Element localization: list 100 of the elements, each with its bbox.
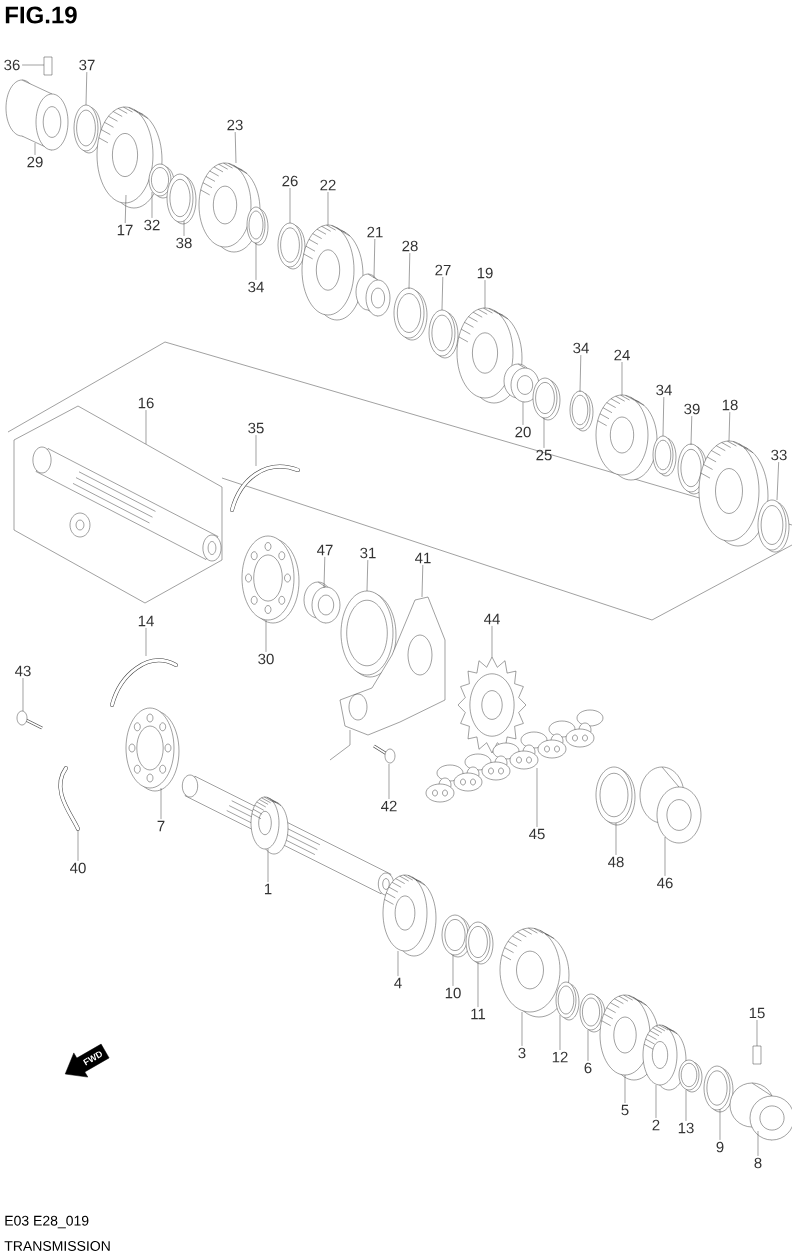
callout-number: 1 xyxy=(264,883,272,895)
callout-number: 29 xyxy=(27,156,43,168)
washer xyxy=(595,766,636,826)
callout-number: 12 xyxy=(552,1051,568,1063)
callout-number: 15 xyxy=(749,1007,765,1019)
gear xyxy=(642,1024,687,1091)
callout-number: 30 xyxy=(258,653,274,665)
callout-number: 4 xyxy=(394,977,402,989)
leader-line xyxy=(21,64,45,66)
callout-number: 39 xyxy=(684,403,700,415)
leader-line xyxy=(522,401,524,426)
bushing xyxy=(503,363,540,403)
leader-line xyxy=(441,276,444,311)
callout-number: 10 xyxy=(445,987,461,999)
leader-line xyxy=(685,1089,687,1122)
leader-line xyxy=(323,556,326,589)
bracket xyxy=(329,596,446,761)
leader-line xyxy=(151,191,153,219)
spacer xyxy=(303,581,341,624)
callout-number: 46 xyxy=(657,877,673,889)
callout-number: 47 xyxy=(317,544,333,556)
callout-number: 31 xyxy=(360,547,376,559)
callout-number: 16 xyxy=(138,397,154,409)
leader-line xyxy=(521,1011,523,1047)
circlip xyxy=(555,981,580,1021)
callout-number: 21 xyxy=(367,226,383,238)
callout-number: 6 xyxy=(584,1062,592,1074)
callout-number: 9 xyxy=(716,1141,724,1153)
bushing xyxy=(355,273,391,317)
pin xyxy=(752,1045,762,1065)
gear xyxy=(499,927,570,1018)
leader-line xyxy=(255,434,257,467)
pin xyxy=(43,56,53,76)
leader-line xyxy=(624,1074,626,1104)
leader-line xyxy=(756,1019,758,1047)
washer xyxy=(277,222,306,270)
figure-caption: TRANSMISSION xyxy=(4,1241,110,1251)
leader-line xyxy=(183,220,185,237)
leader-line xyxy=(579,354,582,393)
leader-line xyxy=(267,848,269,883)
leader-line xyxy=(388,763,390,800)
callout-number: 14 xyxy=(138,615,154,627)
callout-number: 28 xyxy=(402,240,418,252)
callout-number: 7 xyxy=(157,820,165,832)
leader-line xyxy=(289,187,291,224)
gear xyxy=(198,162,261,253)
bolt xyxy=(373,744,396,764)
sprocket xyxy=(457,656,527,754)
washer xyxy=(166,173,197,225)
callout-number: 37 xyxy=(79,59,95,71)
leader-line xyxy=(366,559,369,592)
callout-number: 43 xyxy=(15,665,31,677)
callout-number: 24 xyxy=(614,349,630,361)
circlip xyxy=(678,1059,703,1093)
leader-line xyxy=(234,131,237,164)
callout-number: 45 xyxy=(529,828,545,840)
callout-number: 42 xyxy=(381,800,397,812)
washer xyxy=(428,309,459,359)
leader-line xyxy=(397,950,399,977)
callout-number: 44 xyxy=(484,613,500,625)
leader-line xyxy=(757,1130,759,1157)
leader-line xyxy=(77,829,79,862)
leader-line xyxy=(536,767,538,828)
leader-line xyxy=(34,142,36,156)
callout-number: 48 xyxy=(608,856,624,868)
callout-number: 13 xyxy=(678,1122,694,1134)
nut xyxy=(639,766,702,844)
leader-line xyxy=(655,1084,657,1119)
washer xyxy=(532,377,561,421)
callout-number: 27 xyxy=(435,264,451,276)
bolt xyxy=(16,710,43,730)
gear xyxy=(382,874,437,957)
callout-number: 23 xyxy=(227,119,243,131)
leader-line xyxy=(662,396,665,437)
arrow-label: FWD xyxy=(83,1051,102,1066)
callout-number: 32 xyxy=(144,219,160,231)
callout-number: 34 xyxy=(573,342,589,354)
bearing xyxy=(757,499,790,553)
callout-number: 40 xyxy=(70,862,86,874)
washer xyxy=(579,993,606,1033)
washer xyxy=(393,287,428,341)
leader-line xyxy=(145,409,147,445)
leader-line xyxy=(327,191,329,226)
figure-title: FIG.19 xyxy=(5,6,77,24)
half-ring xyxy=(230,464,300,512)
callout-number: 5 xyxy=(621,1104,629,1116)
half-ring xyxy=(110,658,178,707)
leader-line xyxy=(255,242,257,281)
callout-number: 22 xyxy=(320,179,336,191)
bushing xyxy=(5,79,69,151)
gear xyxy=(595,394,658,481)
callout-number: 38 xyxy=(176,237,192,249)
leader-line xyxy=(484,279,486,309)
gear xyxy=(456,307,523,404)
callout-number: 19 xyxy=(477,267,493,279)
leader-line xyxy=(452,954,454,987)
callout-number: 25 xyxy=(536,449,552,461)
circlip xyxy=(569,390,594,432)
callout-number: 2 xyxy=(652,1119,660,1131)
callout-number: 36 xyxy=(4,59,20,71)
